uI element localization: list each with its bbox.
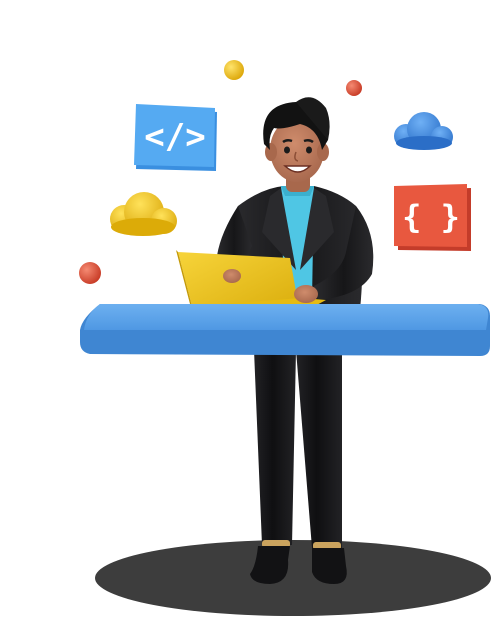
curly-braces-glyph: { }	[402, 198, 460, 236]
legs	[254, 350, 342, 550]
code-tag-icon: </>	[134, 104, 217, 171]
shoes	[250, 546, 347, 584]
cloud-icon	[394, 112, 453, 150]
desk	[80, 304, 490, 356]
ball-icon	[224, 60, 244, 80]
hands	[223, 269, 318, 303]
ball-icon	[79, 262, 101, 284]
head	[263, 97, 330, 192]
floor-shadow	[95, 540, 491, 616]
ball-icon	[346, 80, 362, 96]
curly-braces-icon: { }	[394, 184, 471, 251]
code-tag-glyph: </>	[144, 117, 205, 157]
cloud-icon	[110, 192, 177, 236]
